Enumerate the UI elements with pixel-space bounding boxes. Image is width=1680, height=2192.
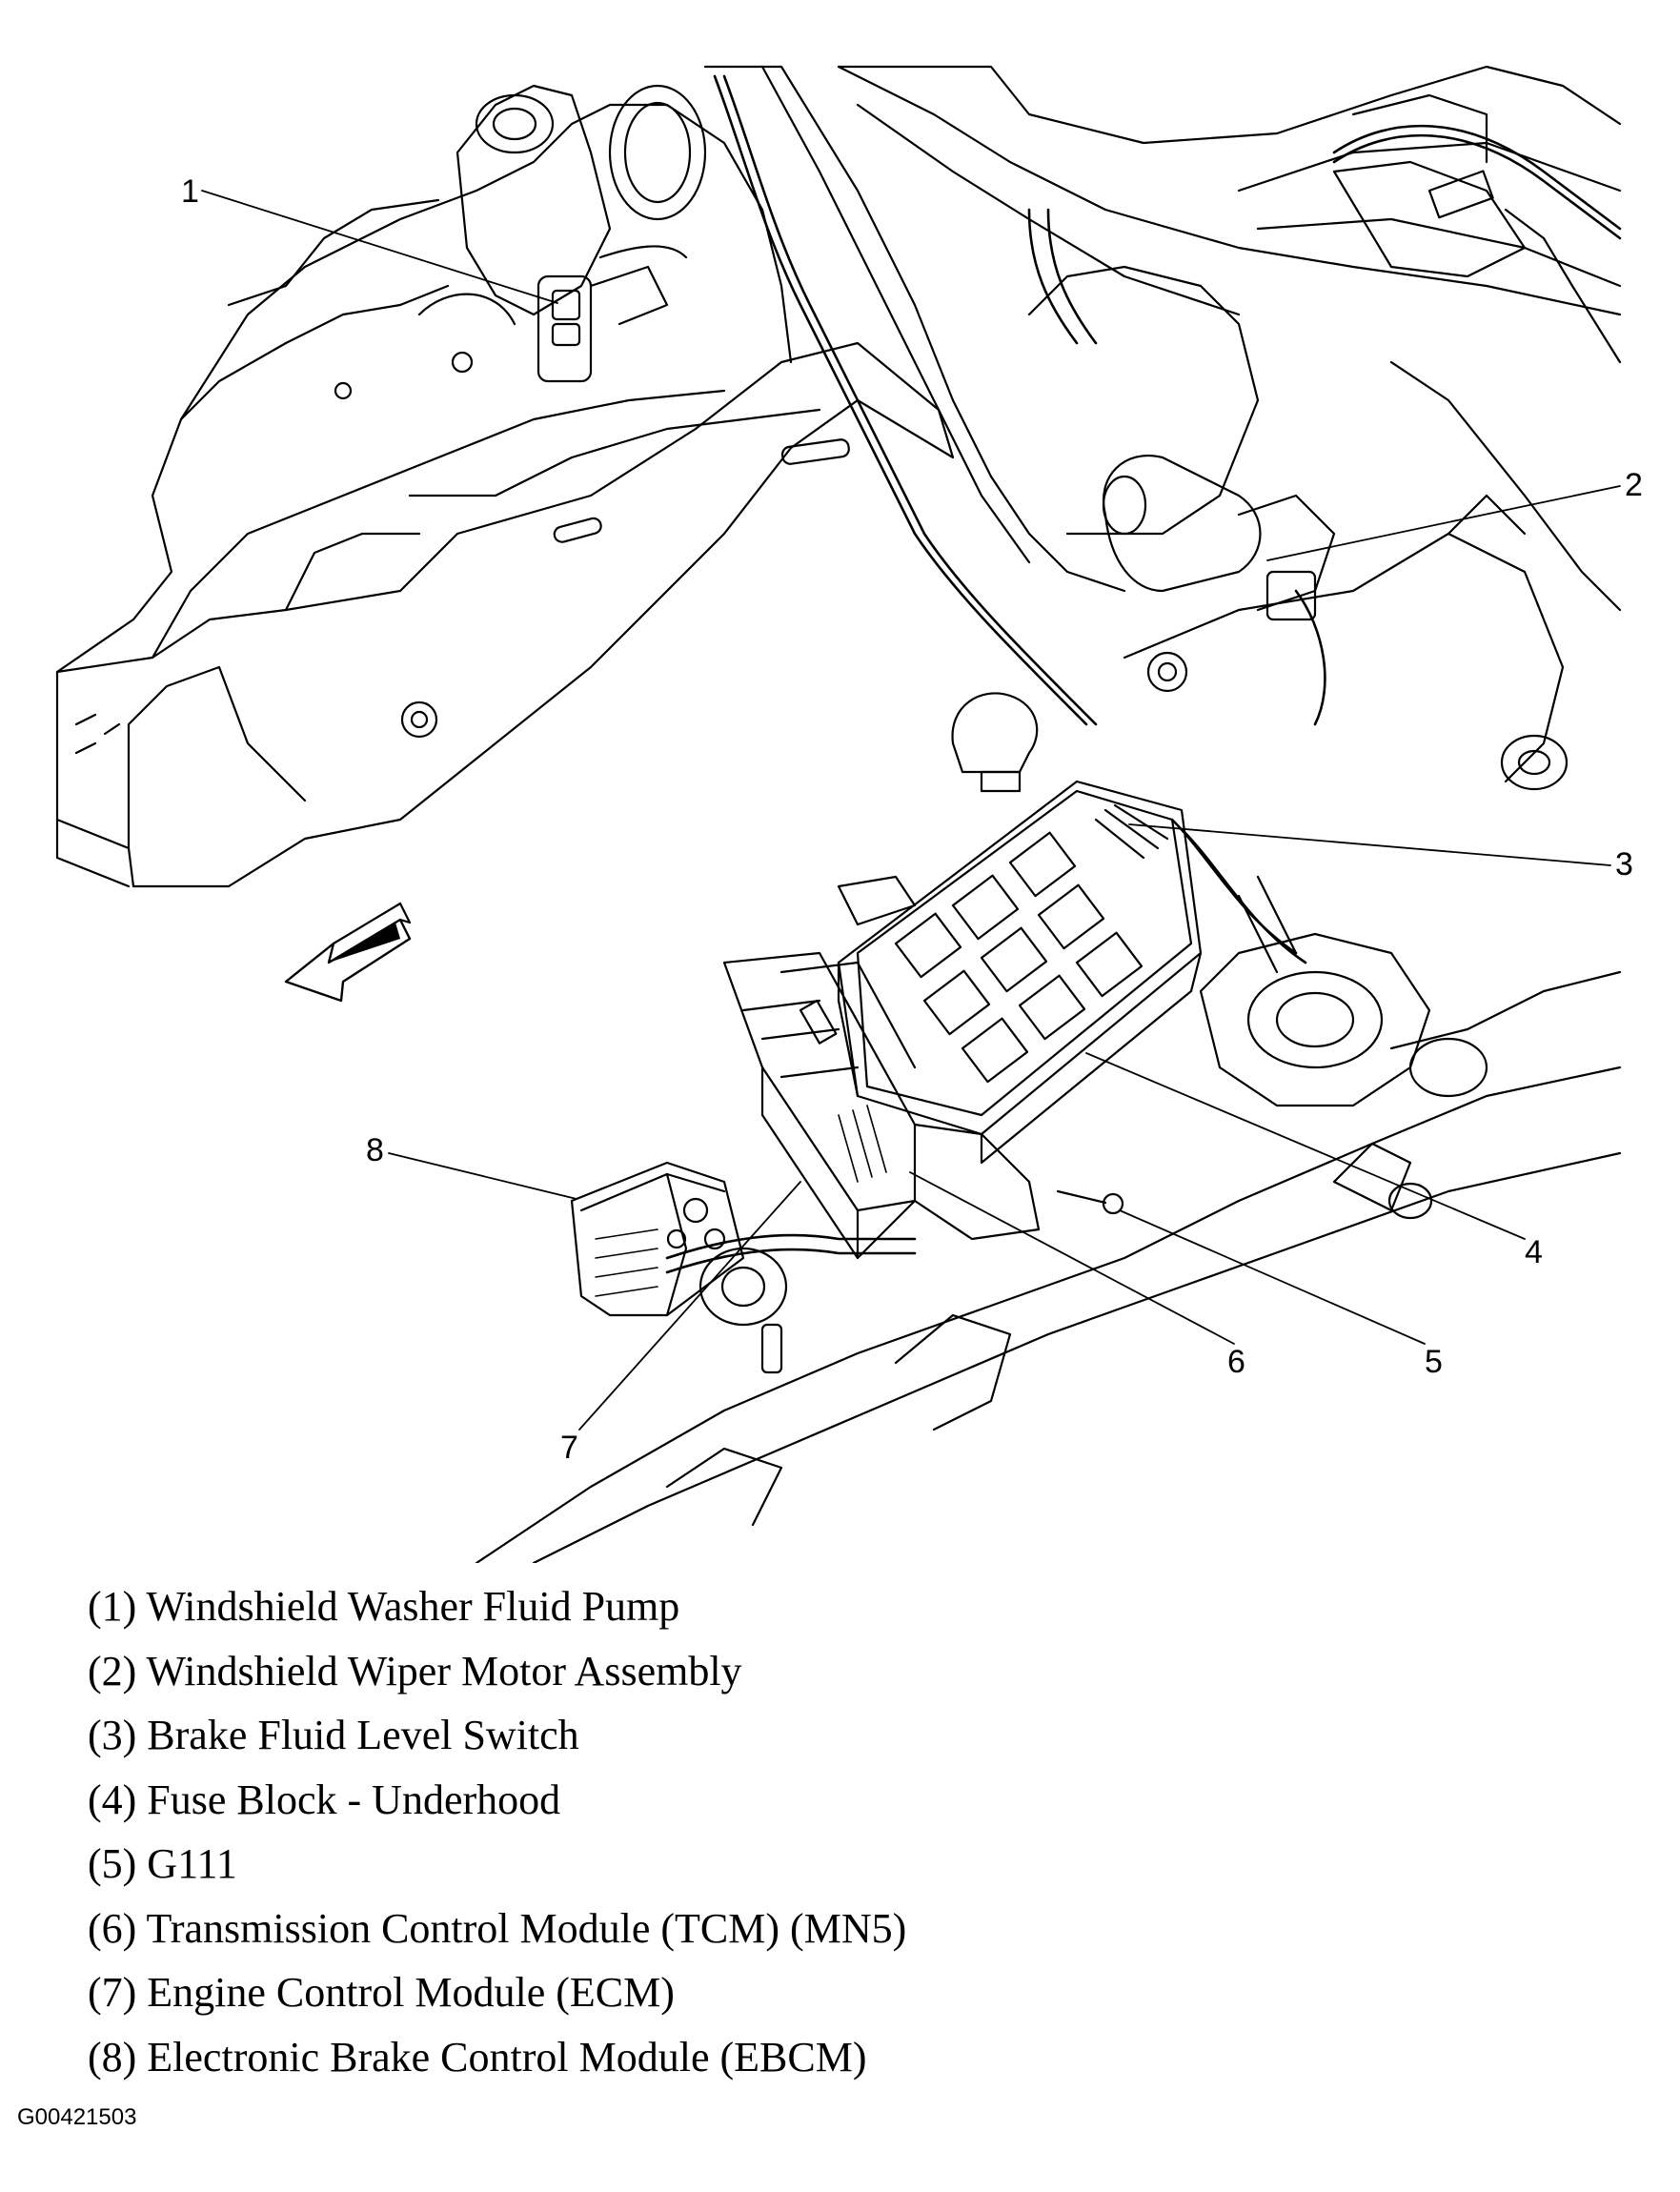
legend-item-6: (6) Transmission Control Module (TCM) (M… — [88, 1904, 907, 1952]
front-direction-arrow — [284, 902, 412, 1003]
lower-frame — [475, 875, 1622, 1563]
legend-item-1: (1) Windshield Washer Fluid Pump — [88, 1583, 680, 1630]
legend-item-8: (8) Electronic Brake Control Module (EBC… — [88, 2033, 867, 2080]
leader-line-3 — [1128, 823, 1611, 866]
callout-number-5: 5 — [1425, 1344, 1443, 1380]
callout-number-2: 2 — [1625, 467, 1643, 503]
cowl-beam — [703, 65, 1622, 593]
leader-line-5 — [1119, 1209, 1426, 1345]
wiring-harness — [665, 74, 1622, 1274]
ebcm-module — [570, 1161, 788, 1374]
legend-item-2: (2) Windshield Wiper Motor Assembly — [88, 1647, 742, 1695]
wiper-motor — [1102, 455, 1569, 791]
callout-number-3: 3 — [1615, 846, 1633, 883]
leader-line-6 — [909, 1171, 1235, 1345]
callout-number-1: 1 — [181, 173, 199, 210]
callout-number-4: 4 — [1525, 1234, 1543, 1270]
right-cowl-structure — [837, 65, 1622, 612]
leader-line-4 — [1085, 1052, 1526, 1240]
brake-fluid-reservoir-cap — [951, 692, 1039, 793]
engine-compartment-diagram: 1 2 3 4 5 6 7 8 — [55, 65, 1643, 1563]
callout-number-6: 6 — [1227, 1344, 1245, 1380]
legend-item-3: (3) Brake Fluid Level Switch — [88, 1712, 579, 1758]
leader-lines — [201, 190, 1621, 1431]
underhood-fuse-block — [837, 780, 1203, 1165]
callout-numbers: 1 2 3 4 5 6 7 8 — [181, 173, 1643, 1466]
washer-reservoir — [417, 84, 707, 326]
component-legend: (1) Windshield Washer Fluid Pump (2) Win… — [88, 1574, 906, 2089]
legend-item-7: (7) Engine Control Module (ECM) — [88, 1969, 675, 2016]
legend-item-4: (4) Fuse Block - Underhood — [88, 1776, 561, 1823]
callout-number-8: 8 — [366, 1132, 384, 1168]
ground-g111 — [1056, 1189, 1124, 1215]
washer-fluid-pump — [536, 245, 688, 383]
figure-id: G00421503 — [17, 2104, 137, 2130]
leader-line-7 — [578, 1181, 801, 1431]
leader-line-1 — [201, 190, 558, 304]
leader-line-8 — [388, 1152, 577, 1200]
leader-line-2 — [1266, 485, 1621, 561]
legend-item-5: (5) G111 — [88, 1840, 237, 1887]
control-module-stack — [722, 951, 1041, 1260]
left-frame-rail — [55, 103, 955, 888]
callout-number-7: 7 — [560, 1430, 578, 1466]
